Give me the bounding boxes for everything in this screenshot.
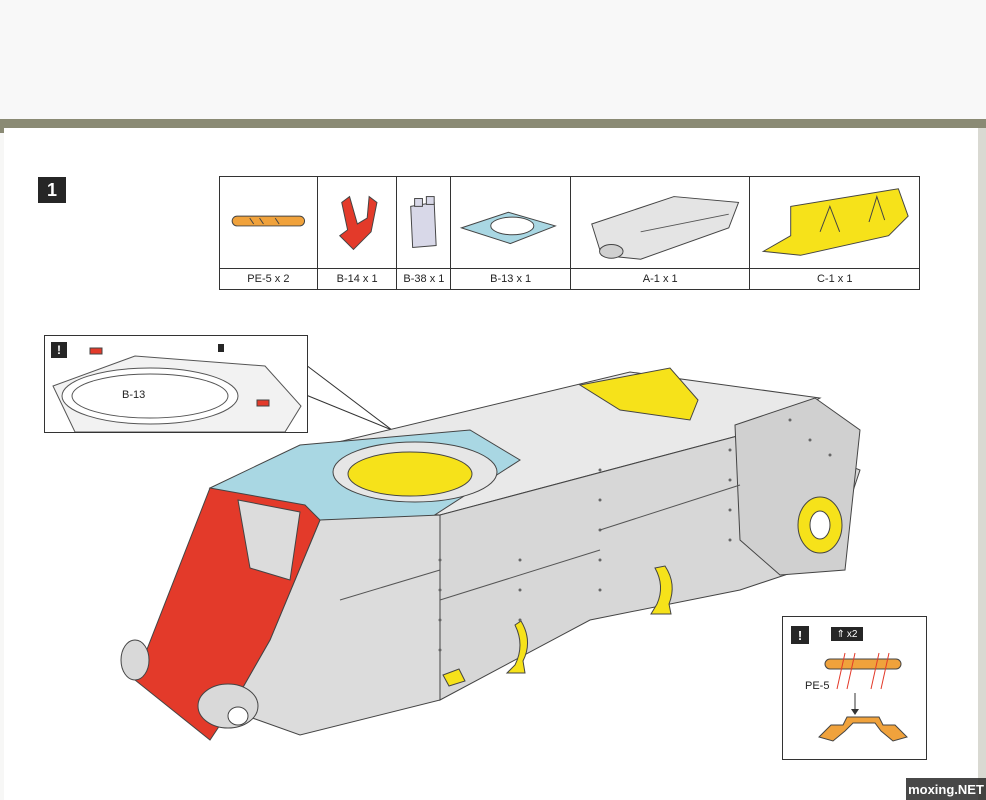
page-shadow <box>978 128 986 800</box>
part-cell-b13: B-13 x 1 <box>451 177 571 289</box>
part-cell-c1: C-1 x 1 <box>750 177 919 289</box>
pe5-label: PE-5 <box>805 680 830 692</box>
parts-table: PE-5 x 2 B-14 x 1 B-38 x 1 B-13 x 1 A-1 … <box>219 176 920 290</box>
part-label: A-1 x 1 <box>570 268 750 289</box>
b13-part-icon <box>451 177 570 269</box>
b13-label: B-13 <box>122 389 146 401</box>
watermark: moxing.NET <box>906 778 986 800</box>
part-label: B-13 x 1 <box>451 268 570 289</box>
b13-callout-box: ! B-13 <box>44 335 308 433</box>
fold-count: x2 <box>846 628 858 640</box>
a1-part-icon <box>571 177 749 269</box>
pe5-fold-diagram <box>818 652 908 742</box>
part-cell-a1: A-1 x 1 <box>570 177 751 289</box>
pe5-fold-note: ! ⇑ x2 PE-5 <box>782 616 927 760</box>
callout-detail-drawing <box>52 344 302 432</box>
c1-part-icon <box>750 177 919 269</box>
step-number-badge: 1 <box>38 177 66 203</box>
fold-instruction: ⇑ x2 <box>831 627 863 641</box>
part-cell-b14: B-14 x 1 <box>317 177 398 289</box>
part-cell-pe5: PE-5 x 2 <box>220 177 318 289</box>
pe5-part-icon <box>220 177 317 269</box>
warning-icon: ! <box>791 626 809 644</box>
part-label: C-1 x 1 <box>750 268 919 289</box>
part-cell-b38: B-38 x 1 <box>397 177 452 289</box>
b14-part-icon <box>318 177 397 269</box>
part-label: PE-5 x 2 <box>220 268 317 289</box>
scan-background <box>0 0 986 120</box>
part-label: B-14 x 1 <box>317 268 397 289</box>
part-label: B-38 x 1 <box>397 268 451 289</box>
warning-icon: ! <box>51 342 67 358</box>
b38-part-icon <box>397 177 450 269</box>
fold-icon: ⇑ <box>836 628 845 640</box>
